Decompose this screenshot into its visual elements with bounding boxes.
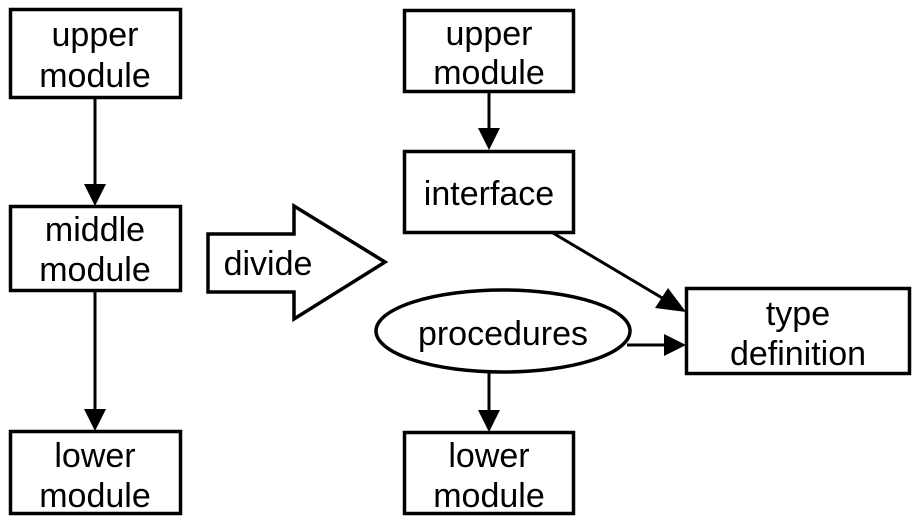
type-definition-box[interactable] — [684, 286, 912, 376]
divide-arrow-label: divide — [224, 245, 313, 283]
right-upper-module-label-line1: upper — [446, 15, 533, 53]
left-lower-module-label-line2: module — [39, 477, 151, 515]
right-lower-module-label-line2: module — [433, 477, 545, 515]
right-edge-procedures-lower-arrow — [478, 371, 500, 432]
right-edge-procedures-typedef-arrowhead — [664, 334, 686, 356]
left-edge-middle-lower-arrow — [84, 291, 106, 431]
right-edge-interface-typedef-arrowhead — [655, 288, 686, 312]
right-edge-procedures-typedef-arrow — [627, 334, 686, 356]
left-edge-upper-middle-arrowhead — [84, 184, 106, 206]
right-lower-module-label-line1: lower — [448, 437, 529, 475]
right-upper-module-label-line2: module — [433, 54, 545, 92]
left-upper-module-label-line1: upper — [52, 16, 139, 54]
node-left-middle-module[interactable]: middle module — [8, 204, 183, 293]
left-upper-module-box[interactable] — [8, 7, 183, 100]
right-module-stack: upper module interface procedures — [374, 8, 912, 516]
right-edge-procedures-lower-arrowhead — [478, 410, 500, 432]
right-edge-upper-interface-arrowhead — [478, 128, 500, 150]
node-left-lower-module[interactable]: lower module — [8, 429, 183, 516]
left-lower-module-label-line1: lower — [54, 437, 135, 475]
right-upper-module-box[interactable] — [402, 8, 576, 94]
procedures-ellipse[interactable] — [374, 288, 632, 374]
interface-label: interface — [424, 175, 554, 213]
node-type-definition[interactable]: type definition — [684, 286, 912, 376]
type-definition-label-line1: type — [766, 295, 830, 333]
left-middle-module-label-line1: middle — [45, 211, 145, 249]
left-edge-middle-lower-arrowhead — [84, 409, 106, 431]
left-lower-module-box[interactable] — [8, 429, 183, 516]
node-interface[interactable]: interface — [402, 149, 576, 235]
left-module-stack: upper module middle module — [8, 7, 183, 516]
right-edge-interface-typedef-arrow — [552, 231, 686, 312]
interface-box[interactable] — [402, 149, 576, 235]
node-right-lower-module[interactable]: lower module — [402, 430, 576, 516]
type-definition-label-line2: definition — [730, 335, 866, 373]
left-edge-upper-middle-arrow — [84, 98, 106, 206]
right-lower-module-box[interactable] — [402, 430, 576, 516]
procedures-label: procedures — [418, 315, 588, 353]
node-right-upper-module[interactable]: upper module — [402, 8, 576, 94]
node-procedures[interactable]: procedures — [374, 288, 632, 374]
right-edge-upper-interface-arrow — [478, 92, 500, 150]
left-middle-module-box[interactable] — [8, 204, 183, 293]
left-upper-module-label-line2: module — [39, 57, 151, 95]
divide-block-arrow[interactable]: divide — [206, 202, 389, 323]
left-middle-module-label-line2: module — [39, 251, 151, 289]
divide-arrow-shape[interactable] — [206, 202, 389, 323]
node-left-upper-module[interactable]: upper module — [8, 7, 183, 100]
right-edge-interface-typedef-line — [552, 231, 670, 304]
